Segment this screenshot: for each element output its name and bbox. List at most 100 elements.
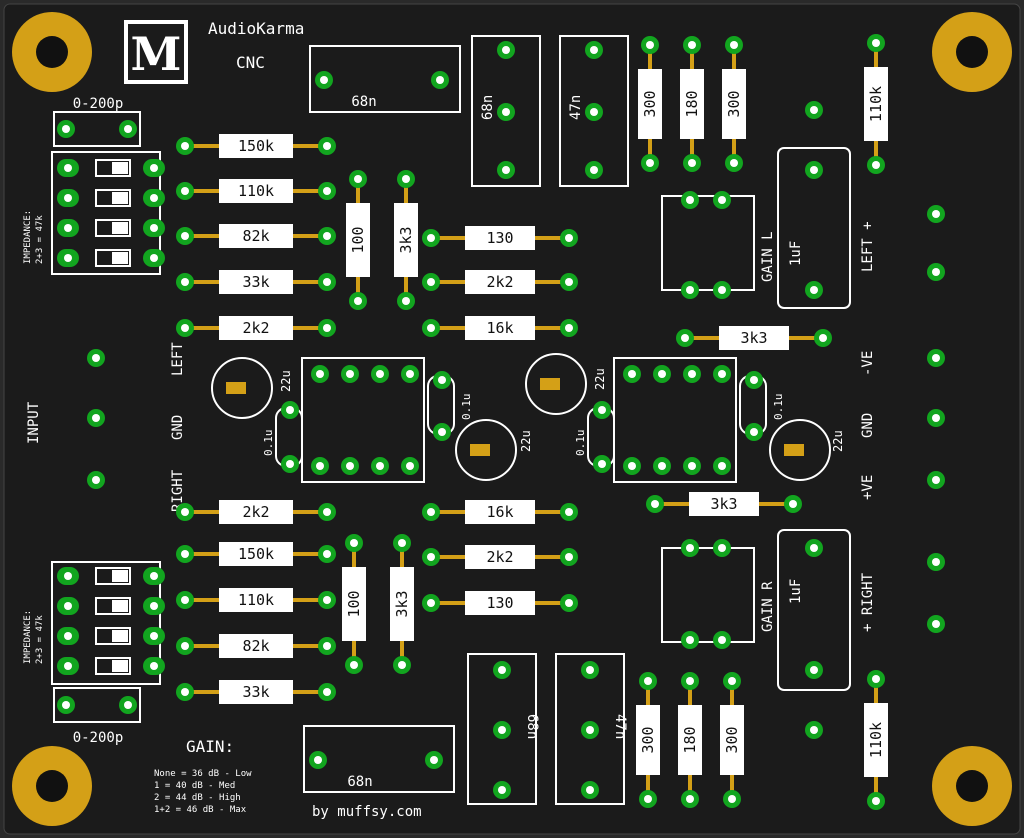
gain-row-1: None = 36 dB - Low [154,769,252,779]
resistor-vert-bottom-0-label: 100 [345,590,363,617]
resistor-left-bottom-2: 110k [176,588,336,612]
trim-cap-bottom-outline [53,687,141,723]
output-pad-1 [927,263,945,281]
film-cap-v-pad-9 [581,661,599,679]
resistor-110k-bottom: 110k [864,670,888,810]
resistor-vert-top-1-pad-a [397,170,415,188]
ic-pin-13 [653,457,671,475]
trim-cap-bottom-label: 0-200p [73,730,124,746]
cap-1uf-pad-3 [805,539,823,557]
electrolytic-cap-4 [769,419,831,481]
resistor-mid-bottom-2-pad-b [560,594,578,612]
ic-pin-8 [623,365,641,383]
resistor-left-top-0-pad-a [176,137,194,155]
board-outline [3,3,1021,835]
cap-01u-2-label: 0.1u [460,394,473,421]
electrolytic-cap-1 [211,357,273,419]
input-pad-0 [87,349,105,367]
brand-name: AudioKarma [208,19,304,38]
resistor-right-bottom-0: 300 [636,672,660,808]
cap-68n-vert-bottom-outline [467,653,537,805]
film-cap-v-pad-7 [493,721,511,739]
resistor-vert-top-1-pad-b [397,292,415,310]
resistor-left-top-2-pad-b [318,227,336,245]
resistor-vert-top-0-pad-b [349,292,367,310]
resistor-right-top-1: 180 [680,36,704,172]
resistor-left-top-3-label: 33k [242,273,269,291]
resistor-vert-bottom-0: 100 [342,534,366,674]
resistor-left-top-3-pad-a [176,273,194,291]
film-cap-v-pad-1 [497,103,515,121]
resistor-left-bottom-0: 2k2 [176,500,336,524]
dip-switch-slot[interactable] [95,159,131,177]
resistor-mid-bottom-2: 130 [422,591,578,615]
film-cap-h-pad-3 [425,751,443,769]
resistor-right-bottom-0-pad-b [639,790,657,808]
gain-row-2: 1 = 40 dB - Med [154,781,235,791]
cap-01u-pad-1 [281,455,299,473]
logo-letter: M [131,27,182,81]
resistor-110k-top-pad-a [867,34,885,52]
resistor-right-bottom-2-label: 300 [723,726,741,753]
resistor-left-bottom-0-pad-b [318,503,336,521]
mounting-hole-bottom-left [12,746,92,826]
output-pad-6 [927,615,945,633]
cap-47n-vert-bottom-outline [555,653,625,805]
cap-01u-1-label: 0.1u [262,430,275,457]
resistor-right-top-2: 300 [722,36,746,172]
resistor-110k-bottom-pad-a [867,670,885,688]
ic-pin-6 [371,457,389,475]
resistor-left-bottom-1-pad-b [318,545,336,563]
resistor-mid-top-0-label: 130 [486,229,513,247]
cap-1uf-pad-4 [805,661,823,679]
gain-switch-pad-6 [681,631,699,649]
cap-1uf-pad-1 [805,161,823,179]
resistor-left-top-4-pad-a [176,319,194,337]
dip-switch-slot[interactable] [95,189,131,207]
resistor-3k3-left-pad-a [676,329,694,347]
dip-switch-slot[interactable] [95,597,131,615]
resistor-left-bottom-3-label: 82k [242,637,269,655]
dip-switch-slot[interactable] [95,249,131,267]
film-cap-v-pad-10 [581,721,599,739]
resistor-left-top-4-label: 2k2 [242,319,269,337]
cap-01u-pad-6 [745,371,763,389]
film-cap-v-pad-5 [585,161,603,179]
resistor-right-bottom-1-pad-b [681,790,699,808]
resistor-vert-bottom-0-pad-a [345,534,363,552]
cap-68n-vert-top-label: 68n [480,95,496,120]
dip-switch-slot[interactable] [95,219,131,237]
electrolytic-cap-2 [455,419,517,481]
ic-pin-3 [401,365,419,383]
cap-22u-3-label: 22u [593,368,607,390]
gain-title: GAIN: [186,737,234,756]
dip-switch-bottom-outline [51,561,161,685]
dip-switch-slot[interactable] [95,657,131,675]
dip-switch-slot[interactable] [95,627,131,645]
gain-r-switch-outline [661,547,755,643]
cap-01u-pad-7 [745,423,763,441]
resistor-3k3-right: 3k3 [646,492,802,516]
resistor-right-top-0-label: 300 [641,90,659,117]
resistor-left-top-1: 110k [176,179,336,203]
resistor-left-bottom-3-pad-a [176,637,194,655]
film-cap-v-pad-6 [493,661,511,679]
resistor-right-top-0-pad-b [641,154,659,172]
dip-switch-slot[interactable] [95,567,131,585]
output-pad-3 [927,409,945,427]
resistor-left-bottom-4-pad-b [318,683,336,701]
dip-switch-bottom[interactable] [57,567,165,675]
resistor-mid-bottom-1-pad-a [422,548,440,566]
cap-68n-bottom-label: 68n [347,774,372,790]
dip-switch-top[interactable] [57,159,165,267]
resistor-left-top-0: 150k [176,134,336,158]
cap-1uf-right-outline [777,529,851,691]
ic-pin-1 [341,365,359,383]
resistor-right-top-1-label: 180 [683,90,701,117]
resistor-mid-bottom-2-label: 130 [486,594,513,612]
gain-row-3: 2 = 44 dB - High [154,793,241,803]
gain-switch-pad-7 [713,631,731,649]
resistor-left-bottom-3-pad-b [318,637,336,655]
resistor-vert-top-0-pad-a [349,170,367,188]
impedance-bottom-label-2: 2+3 = 47k [35,615,45,664]
